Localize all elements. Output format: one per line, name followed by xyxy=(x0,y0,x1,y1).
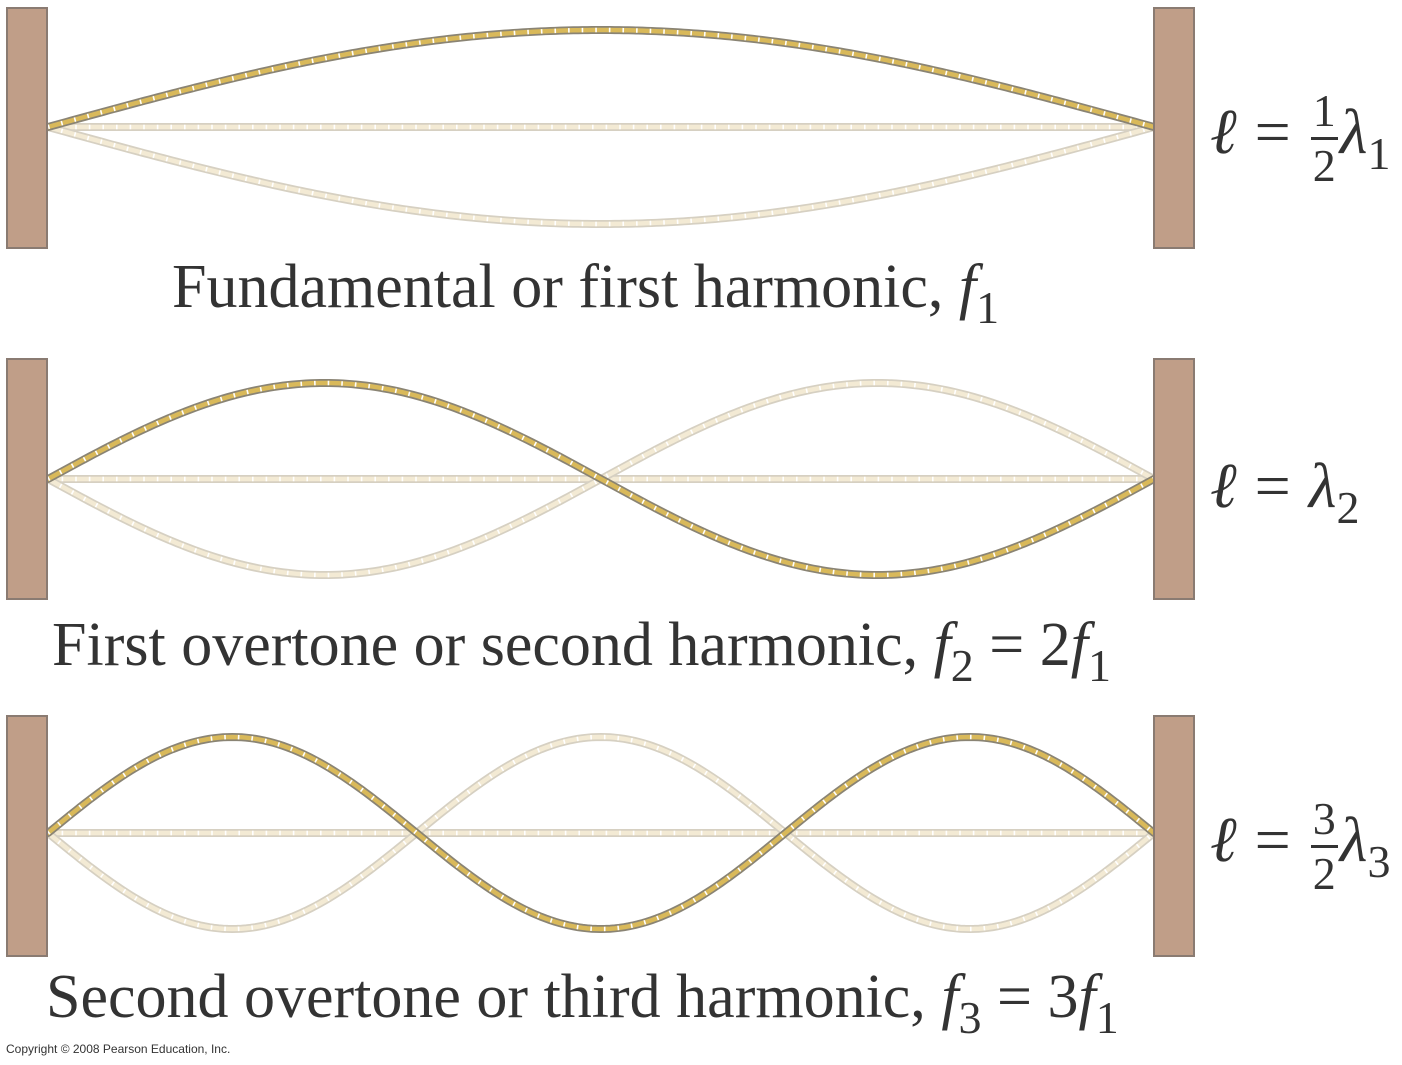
relation-symbol: f xyxy=(1078,963,1096,1031)
frequency-subscript: 1 xyxy=(976,282,1000,333)
wavelength-symbol: λ xyxy=(1339,96,1368,168)
length-equation-2: ℓ=λ2 xyxy=(1210,454,1359,531)
equals-sign: = xyxy=(1254,96,1291,168)
equals-sign: = xyxy=(1254,804,1291,876)
string-opposite-phase xyxy=(44,123,1158,229)
caption-harmonic-2: First overtone or second harmonic, f2 = … xyxy=(0,614,1402,689)
wavelength-subscript: 3 xyxy=(1367,836,1391,888)
frequency-symbol: f xyxy=(933,611,951,679)
frequency-symbol: f xyxy=(958,253,977,321)
string-opposite-phase-segments xyxy=(47,124,1155,227)
frequency-relation: = 2 xyxy=(989,611,1071,679)
frequency-relation: = 3 xyxy=(997,963,1079,1031)
string-standing-wave-fill xyxy=(45,734,1157,932)
fraction-denominator: 2 xyxy=(1312,848,1336,899)
wavelength-symbol: λ xyxy=(1308,450,1337,521)
wave-panel-harmonic-2 xyxy=(6,358,1195,600)
string-opposite-phase-fill xyxy=(45,124,1157,227)
copyright-notice: Copyright © 2008 Pearson Education, Inc. xyxy=(6,1042,231,1056)
string-standing-wave xyxy=(44,732,1158,934)
caption-text: Second overtone or third harmonic, xyxy=(46,963,926,1031)
left-fixed-support xyxy=(6,715,48,957)
frequency-symbol: f xyxy=(941,963,959,1031)
string-standing-wave xyxy=(44,378,1158,580)
relation-symbol: f xyxy=(1070,611,1088,679)
string-standing-wave xyxy=(44,25,1158,131)
frequency-subscript: 3 xyxy=(958,992,982,1043)
fraction-numerator: 3 xyxy=(1310,796,1338,848)
fraction-denominator: 2 xyxy=(1312,140,1336,191)
wave-panel-harmonic-3 xyxy=(6,715,1195,957)
equals-sign: = xyxy=(1254,450,1291,521)
frequency-subscript: 2 xyxy=(950,640,974,691)
string-opposite-phase xyxy=(44,732,1158,934)
string-opposite-phase-outline xyxy=(44,123,1158,229)
string-standing-wave-outline xyxy=(44,25,1158,131)
relation-subscript: 1 xyxy=(1095,992,1119,1043)
right-fixed-support xyxy=(1153,715,1195,957)
wave-panel-harmonic-1 xyxy=(6,7,1195,249)
string-standing-wave-fill xyxy=(45,380,1157,578)
length-symbol: ℓ xyxy=(1210,96,1237,168)
right-fixed-support xyxy=(1153,7,1195,249)
right-fixed-support xyxy=(1153,358,1195,600)
left-fixed-support xyxy=(6,7,48,249)
string-standing-wave-fill xyxy=(45,27,1157,130)
wavelength-subscript: 1 xyxy=(1367,128,1391,180)
caption-text: Fundamental or first harmonic, xyxy=(172,253,944,321)
length-symbol: ℓ xyxy=(1210,450,1237,521)
wavelength-subscript: 2 xyxy=(1336,482,1360,533)
relation-subscript: 1 xyxy=(1088,640,1111,691)
caption-harmonic-1: Fundamental or first harmonic, f1 xyxy=(0,256,1402,331)
fraction-numerator: 1 xyxy=(1310,88,1338,140)
left-fixed-support xyxy=(6,358,48,600)
string-standing-wave-segments xyxy=(47,27,1155,130)
length-symbol: ℓ xyxy=(1210,804,1237,876)
caption-text: First overtone or second harmonic, xyxy=(52,611,919,679)
wavelength-symbol: λ xyxy=(1339,804,1368,876)
string-opposite-phase-fill xyxy=(45,734,1157,932)
caption-harmonic-3: Second overtone or third harmonic, f3 = … xyxy=(0,966,1402,1041)
